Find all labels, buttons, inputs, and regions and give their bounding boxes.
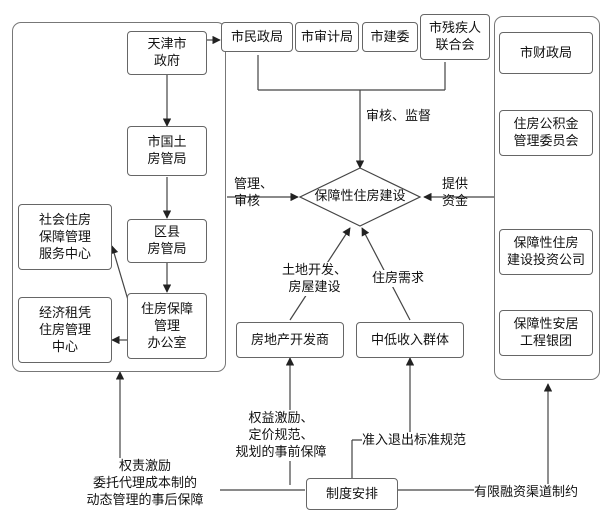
financing-constraint-label: 有限融资渠道制约 xyxy=(474,484,579,501)
right-panel xyxy=(494,16,600,380)
manage-review-label: 管理、 审核 xyxy=(234,177,274,209)
investment-company-label: 保障性住房 建设投资公司 xyxy=(506,236,585,268)
tianjin-government-box: 天津市 政府 xyxy=(127,31,207,75)
developer-box: 房地产开发商 xyxy=(236,322,344,358)
disabled-federation-label: 市残疾人 联合会 xyxy=(428,21,481,53)
audit-label: 市审计局 xyxy=(300,29,353,45)
security-office-label: 住房保障 管理 办公室 xyxy=(140,301,193,351)
housing-group-box: 保障性安居 工程银团 xyxy=(499,310,593,356)
developer-label: 房地产开发商 xyxy=(250,332,329,348)
housing-group-label: 保障性安居 工程银团 xyxy=(513,317,579,349)
construction-label: 市建委 xyxy=(370,29,410,45)
land-bureau-label: 市国土 房管局 xyxy=(147,135,187,167)
core-diamond xyxy=(298,167,422,227)
security-office-box: 住房保障 管理 办公室 xyxy=(127,293,207,359)
social-center-label: 社会住房 保障管理 服务中心 xyxy=(38,212,91,262)
left-panel xyxy=(12,22,226,372)
district-bureau-box: 区县 房管局 xyxy=(127,219,207,263)
district-bureau-label: 区县 房管局 xyxy=(147,225,187,257)
investment-company-box: 保障性住房 建设投资公司 xyxy=(499,229,593,275)
institution-label: 制度安排 xyxy=(325,486,378,502)
tianjin-government-label: 天津市 政府 xyxy=(147,37,187,69)
finance-bureau-label: 市财政局 xyxy=(519,45,572,61)
institution-box: 制度安排 xyxy=(306,478,398,510)
civil-affairs-box: 市民政局 xyxy=(221,22,293,52)
social-center-box: 社会住房 保障管理 服务中心 xyxy=(18,204,112,270)
middle-income-label: 中低收入群体 xyxy=(370,332,449,348)
rent-center-box: 经济租凭 住房管理 中心 xyxy=(18,297,112,363)
entry-exit-label: 准入退出标准规范 xyxy=(362,432,467,449)
rent-center-label: 经济租凭 住房管理 中心 xyxy=(38,305,91,355)
audit-box: 市审计局 xyxy=(295,22,359,52)
construction-box: 市建委 xyxy=(362,22,418,52)
land-bureau-box: 市国土 房管局 xyxy=(127,126,207,176)
finance-bureau-box: 市财政局 xyxy=(499,32,593,74)
review-supervision-label: 审核、监督 xyxy=(366,108,432,125)
middle-income-box: 中低收入群体 xyxy=(356,322,464,358)
accountability-label: 权责激励 委托代理成本制的 动态管理的事后保障 xyxy=(70,458,220,509)
housing-demand-label: 住房需求 xyxy=(372,270,425,287)
disabled-federation-box: 市残疾人 联合会 xyxy=(420,14,490,60)
land-construction-label: 土地开发、 房屋建设 xyxy=(282,262,348,296)
core-label: 保障性住房建设 xyxy=(314,189,406,204)
provide-funds-label: 提供 资金 xyxy=(442,177,469,209)
housing-fund-label: 住房公积金 管理委员会 xyxy=(513,117,579,149)
housing-fund-box: 住房公积金 管理委员会 xyxy=(499,110,593,156)
civil-affairs-label: 市民政局 xyxy=(230,29,283,45)
incentive-label: 权益激励、 定价规范、 规划的事前保障 xyxy=(225,410,337,461)
